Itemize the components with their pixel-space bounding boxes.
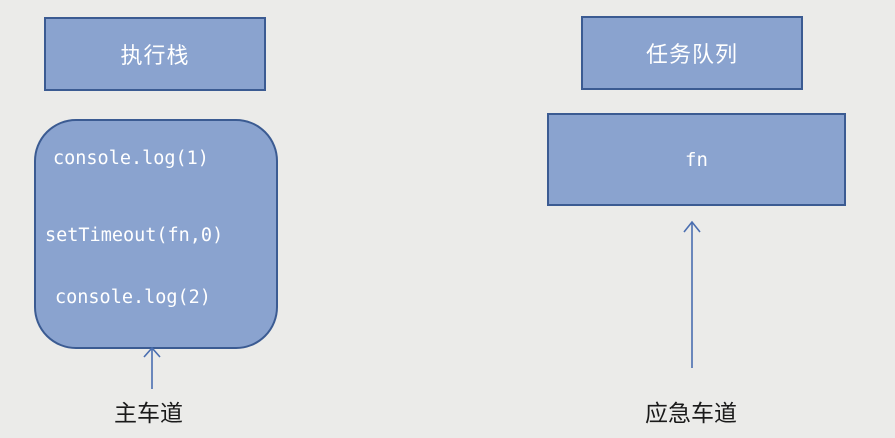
code-line-set-timeout: setTimeout(fn,0) [45,225,224,246]
exec-stack-box: console.log(1) setTimeout(fn,0) console.… [34,119,278,349]
exec-stack-title: 执行栈 [120,44,190,69]
emergency-lane-label: 应急车道 [645,401,737,427]
task-queue-title: 任务队列 [645,43,738,68]
main-lane-arrow [143,346,161,389]
code-line-console-log-2: console.log(2) [55,287,211,308]
exec-stack-title-box: 执行栈 [44,17,266,91]
task-queue-item-fn: fn [685,148,708,171]
task-queue-title-box: 任务队列 [581,16,803,90]
main-lane-label: 主车道 [114,401,183,427]
emergency-lane-arrow [683,220,701,368]
code-line-console-log-1: console.log(1) [53,148,209,169]
task-queue-item-box: fn [547,113,846,206]
